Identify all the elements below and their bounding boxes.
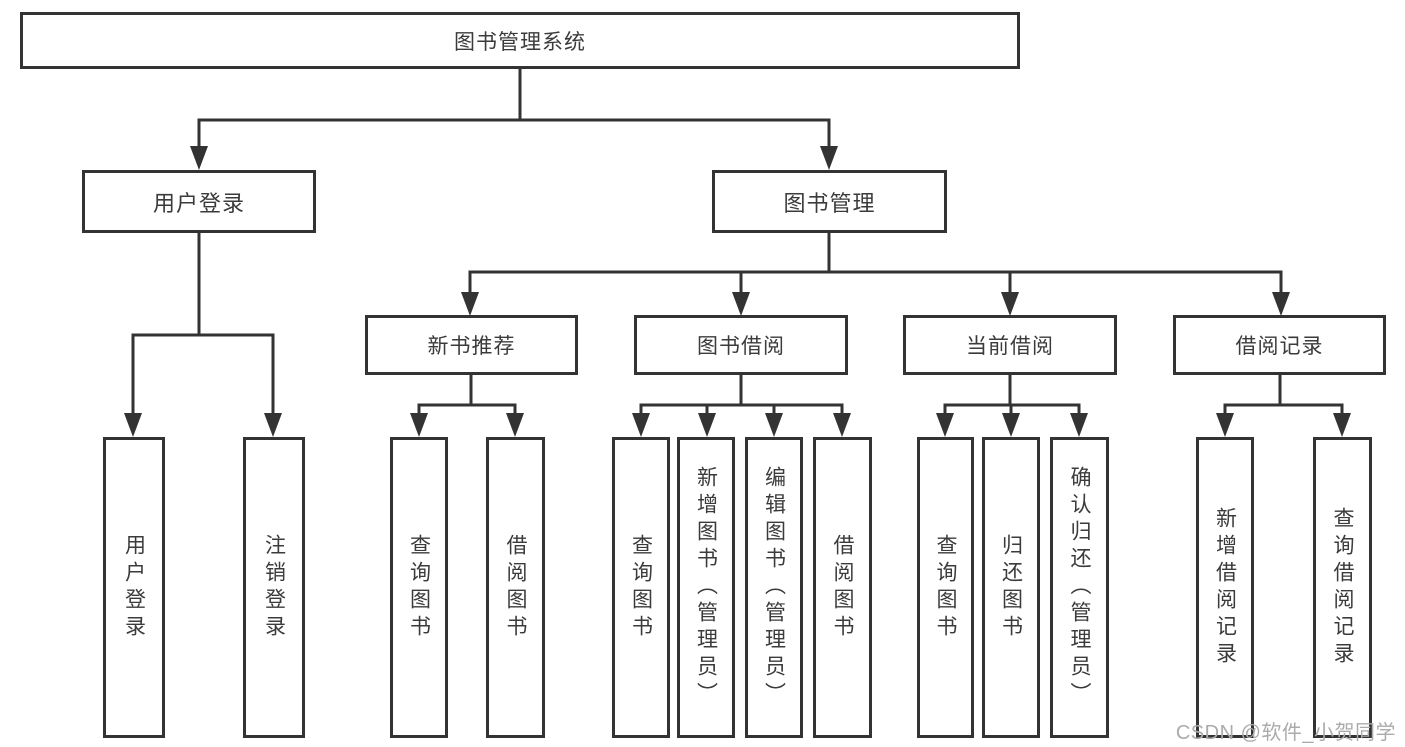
- node-leaf-query-books-3: 查询图书: [917, 437, 974, 738]
- node-leaf-add-borrow-record-label: 新增借阅记录: [1213, 506, 1237, 669]
- node-leaf-edit-books-admin-label: 编辑图书（管理员）: [762, 466, 786, 709]
- node-leaf-edit-books-admin: 编辑图书（管理员）: [745, 437, 803, 738]
- node-leaf-query-books-1-label: 查询图书: [407, 533, 431, 642]
- node-leaf-borrow-books-2: 借阅图书: [813, 437, 872, 738]
- node-leaf-logout: 注销登录: [243, 437, 305, 738]
- node-leaf-borrow-books-1: 借阅图书: [486, 437, 545, 738]
- node-leaf-confirm-return-admin-label: 确认归还（管理员）: [1068, 466, 1091, 709]
- node-user-login-label: 用户登录: [152, 190, 245, 216]
- node-borrowing-records: 借阅记录: [1173, 315, 1386, 375]
- node-new-book-recommend: 新书推荐: [365, 315, 578, 375]
- node-leaf-add-borrow-record: 新增借阅记录: [1196, 437, 1254, 738]
- node-root-label: 图书管理系统: [454, 30, 586, 54]
- node-leaf-add-books-admin-label: 新增图书（管理员）: [694, 466, 718, 709]
- node-new-book-recommend-label: 新书推荐: [427, 335, 516, 358]
- node-leaf-add-books-admin: 新增图书（管理员）: [677, 437, 735, 738]
- arrowheads: [124, 146, 1351, 437]
- node-root: 图书管理系统: [20, 12, 1020, 69]
- node-leaf-return-books: 归还图书: [982, 437, 1040, 738]
- node-leaf-query-borrow-record: 查询借阅记录: [1313, 437, 1372, 738]
- node-book-borrowing-label: 图书借阅: [697, 335, 785, 358]
- node-leaf-return-books-label: 归还图书: [999, 533, 1023, 642]
- node-current-borrowing-label: 当前借阅: [966, 335, 1054, 358]
- node-book-borrowing: 图书借阅: [634, 315, 848, 375]
- node-book-management-label: 图书管理: [783, 190, 876, 216]
- node-user-login: 用户登录: [82, 170, 316, 233]
- node-borrowing-records-label: 借阅记录: [1235, 335, 1324, 358]
- node-leaf-query-books-2: 查询图书: [612, 437, 670, 738]
- node-leaf-query-books-1: 查询图书: [390, 437, 448, 738]
- node-leaf-user-login-label: 用户登录: [122, 533, 146, 642]
- node-current-borrowing: 当前借阅: [903, 315, 1117, 375]
- node-book-management: 图书管理: [712, 170, 947, 233]
- node-leaf-logout-label: 注销登录: [262, 533, 286, 642]
- node-leaf-borrow-books-2-label: 借阅图书: [831, 533, 854, 642]
- watermark-text: CSDN @软件_小贺同学: [1175, 722, 1396, 744]
- node-leaf-query-books-2-label: 查询图书: [629, 533, 653, 642]
- node-leaf-user-login: 用户登录: [103, 437, 165, 738]
- node-leaf-confirm-return-admin: 确认归还（管理员）: [1050, 437, 1109, 738]
- node-leaf-borrow-books-1-label: 借阅图书: [504, 533, 527, 642]
- node-leaf-query-books-3-label: 查询图书: [934, 533, 957, 642]
- node-leaf-query-borrow-record-label: 查询借阅记录: [1331, 506, 1354, 669]
